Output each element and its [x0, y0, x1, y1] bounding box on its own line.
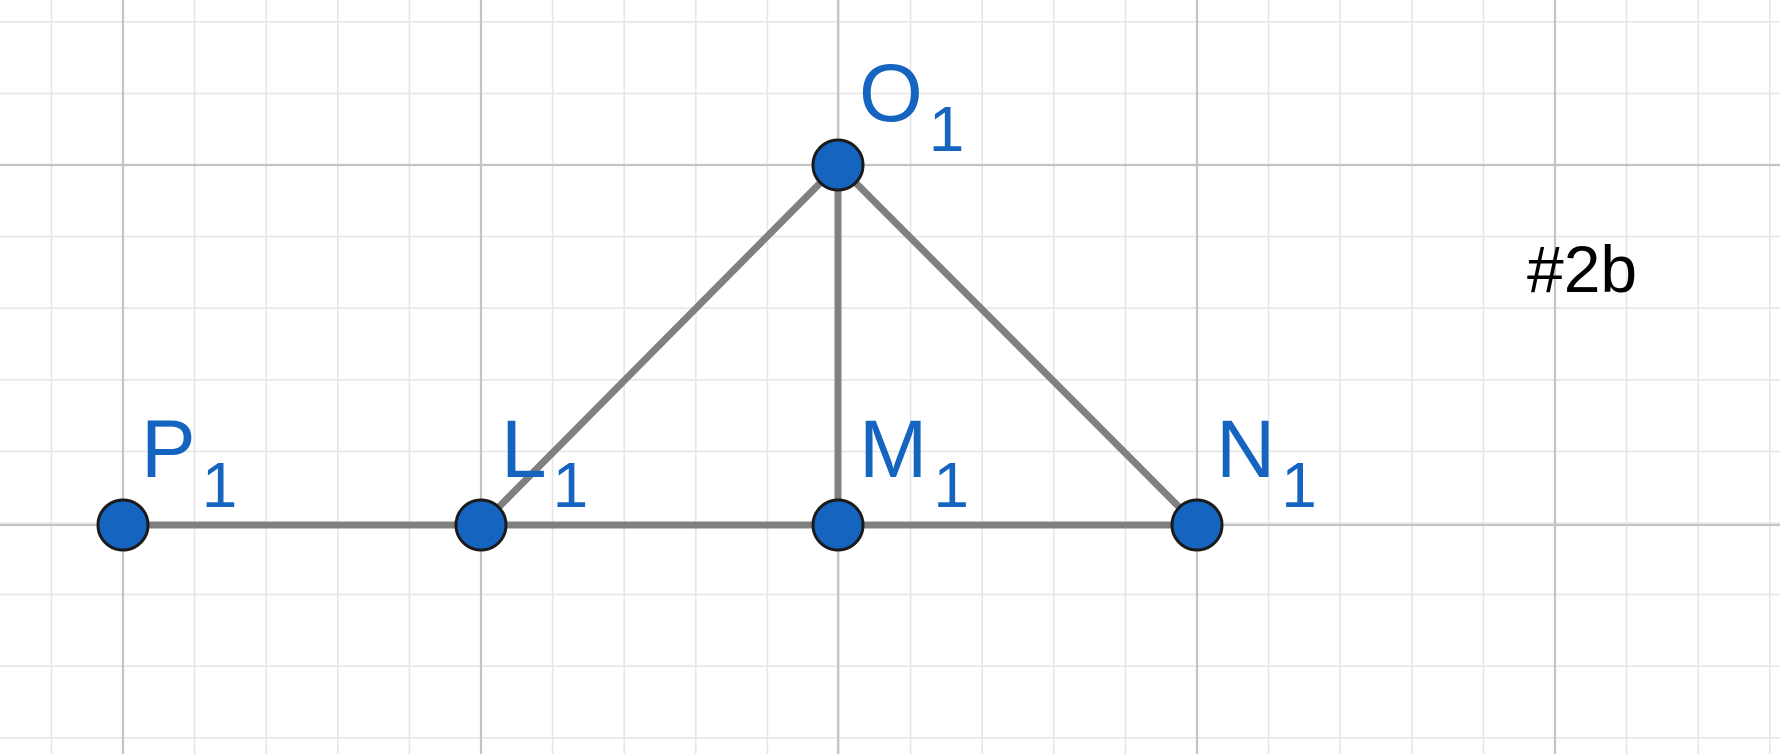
- label-l1: L1: [501, 404, 588, 521]
- segment-ON: [834, 161, 1201, 529]
- point-p1: [96, 498, 150, 552]
- point-n1: [1170, 498, 1224, 552]
- label-p1: P1: [141, 404, 237, 521]
- figure-annotation: #2b: [1527, 232, 1637, 306]
- points: [96, 138, 1224, 552]
- label-m1: M1: [859, 404, 969, 521]
- point-o1: [811, 138, 865, 192]
- label-subscript: 1: [553, 449, 589, 521]
- label-subscript: 1: [929, 93, 965, 165]
- segments: [119, 161, 1201, 529]
- label-subscript: 1: [933, 449, 969, 521]
- point-m1: [811, 498, 865, 552]
- label-subscript: 1: [202, 449, 238, 521]
- label-n1: N1: [1216, 404, 1317, 521]
- segment-LO: [477, 161, 842, 529]
- label-o1: O1: [859, 48, 964, 165]
- label-subscript: 1: [1281, 449, 1317, 521]
- point-l1: [454, 498, 508, 552]
- point-labels: P1 L1 M1 N1 O1: [141, 48, 1317, 521]
